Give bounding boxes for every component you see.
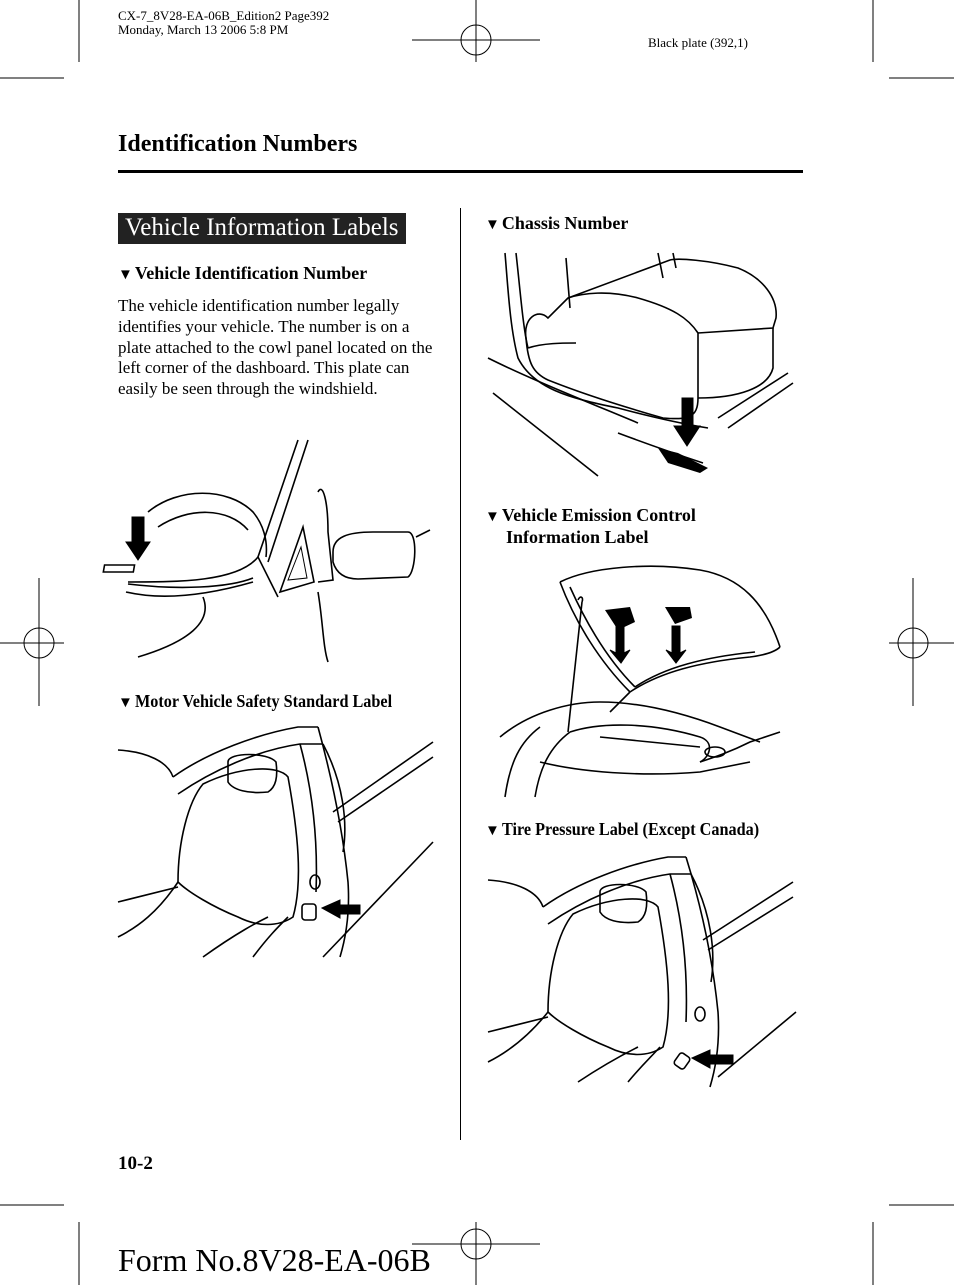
triangle-icon: ▼ (118, 267, 133, 283)
page-number: 10-2 (118, 1153, 153, 1174)
print-job-file: CX-7_8V28-EA-06B_Edition2 Page392 (118, 8, 330, 23)
title-rule (118, 170, 803, 173)
triangle-icon: ▼ (485, 823, 500, 839)
down-arrow-icon (673, 397, 701, 447)
vin-heading: ▼Vehicle Identification Number (118, 263, 368, 283)
pointer-arrow-icon (320, 899, 361, 919)
column-divider (460, 208, 461, 1140)
print-job-info: CX-7_8V28-EA-06B_Edition2 Page392 Monday… (118, 9, 329, 37)
registration-mark-icon (412, 0, 540, 62)
form-number: Form No.8V28-EA-06B (118, 1242, 431, 1278)
tire-pressure-heading: ▼Tire Pressure Label (Except Canada) (485, 819, 759, 839)
emission-heading: ▼Vehicle Emission Control (485, 505, 696, 525)
vin-body-text: The vehicle identification number legall… (118, 296, 433, 399)
emission-illustration (499, 565, 781, 798)
emission-heading-line2: Information Label (506, 527, 649, 547)
chassis-heading: ▼Chassis Number (485, 213, 629, 233)
chassis-illustration (487, 252, 794, 477)
tire-pressure-illustration (487, 856, 797, 1088)
vin-illustration (102, 439, 431, 663)
section-title: Vehicle Information Labels (118, 213, 406, 244)
mvss-illustration (117, 726, 434, 958)
down-arrow-icon (609, 625, 687, 664)
pointer-arrow-icon (690, 1049, 734, 1069)
registration-mark-icon (0, 578, 64, 706)
triangle-icon: ▼ (485, 217, 500, 233)
print-job-date: Monday, March 13 2006 5:8 PM (118, 22, 289, 37)
registration-mark-icon (889, 578, 954, 706)
registration-mark-icon (412, 1222, 540, 1285)
down-arrow-icon (125, 516, 151, 561)
plate-info: Black plate (392,1) (648, 35, 748, 50)
mvss-heading: ▼Motor Vehicle Safety Standard Label (118, 691, 392, 711)
triangle-icon: ▼ (485, 509, 500, 525)
page-title: Identification Numbers (118, 131, 358, 157)
triangle-icon: ▼ (118, 695, 133, 711)
